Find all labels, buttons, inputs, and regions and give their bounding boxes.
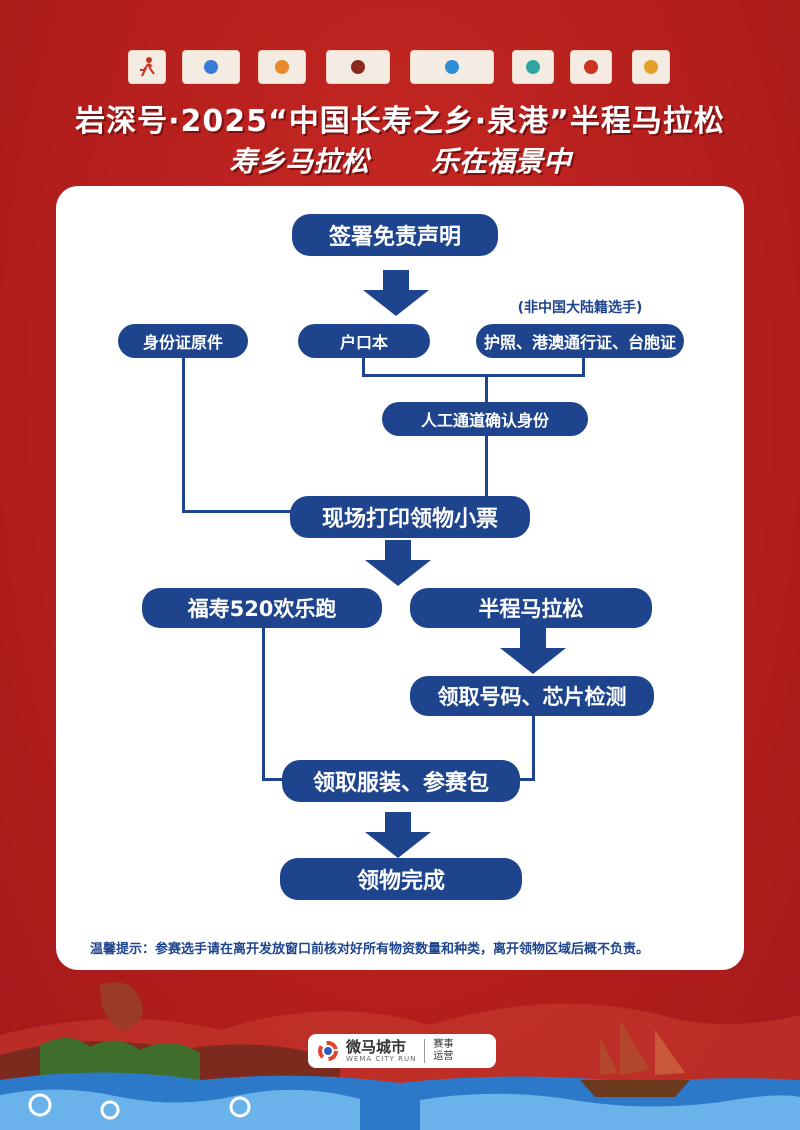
node-manual-check: 人工通道确认身份 — [382, 402, 588, 436]
slogan: 寿乡马拉松 乐在福景中 — [0, 140, 800, 180]
brand-name: 微马城市 — [346, 1037, 407, 1056]
node-household-register: 户口本 — [298, 324, 430, 358]
wema-logo-icon — [318, 1041, 338, 1061]
page-title: 岩深号·2025“中国长寿之乡·泉港”半程马拉松 — [75, 104, 725, 139]
slogan-left: 寿乡马拉松 — [229, 145, 370, 178]
scenery-illustration — [0, 982, 800, 1130]
brand-text: 微马城市 WEMA CITY RUN — [346, 1039, 416, 1064]
arrow-down-icon — [363, 270, 429, 316]
node-half-marathon: 半程马拉松 — [410, 588, 652, 628]
connector-chip-left — [514, 778, 535, 781]
connector-funrun-down — [262, 628, 265, 780]
sponsor-logo-fu — [326, 50, 390, 84]
slogan-right: 乐在福景中 — [430, 145, 571, 178]
brand-tag-line-1: 赛事 — [433, 1039, 454, 1050]
node-bib-chip: 领取号码、芯片检测 — [410, 676, 654, 716]
arrow-down-icon — [365, 540, 431, 586]
arrow-down-icon — [500, 628, 566, 674]
node-done: 领物完成 — [280, 858, 522, 900]
arrow-down-icon — [365, 812, 431, 858]
connector-merge-down — [485, 374, 488, 402]
connector-chip-down — [532, 716, 535, 780]
foreign-player-note: (非中国大陆籍选手) — [517, 300, 643, 316]
node-passport: 护照、港澳通行证、台胞证 — [476, 324, 684, 358]
connector-check-down — [485, 436, 488, 496]
connector-idcard-right — [182, 510, 294, 513]
connector-passport-down — [582, 358, 585, 376]
connector-idcard-down — [182, 358, 185, 512]
node-print-ticket: 现场打印领物小票 — [290, 496, 530, 538]
connector-funrun-right — [262, 778, 286, 781]
connector-merge-horizontal — [362, 374, 585, 377]
node-kit-pickup: 领取服装、参赛包 — [282, 760, 520, 802]
brand-tag-line-2: 运营 — [433, 1051, 454, 1062]
node-id-card: 身份证原件 — [118, 324, 248, 358]
node-fun-run: 福寿520欢乐跑 — [142, 588, 382, 628]
sponsor-logo-6 — [512, 50, 554, 84]
sponsor-logos — [0, 50, 800, 90]
connector-household-down — [362, 358, 365, 376]
organizer-brand: 微马城市 WEMA CITY RUN 赛事 运营 — [308, 1034, 496, 1068]
sponsor-logo-2 — [182, 50, 240, 84]
sponsor-logo-5 — [410, 50, 494, 84]
node-sign-disclaimer: 签署免责声明 — [292, 214, 498, 256]
brand-divider — [424, 1039, 426, 1063]
brand-english: WEMA CITY RUN — [346, 1054, 417, 1063]
sponsor-logo-7 — [570, 50, 612, 84]
runner-icon — [140, 57, 155, 77]
sponsor-logo-8 — [632, 50, 670, 84]
warm-tip: 温馨提示：参赛选手请在离开发放窗口前核对好所有物资数量和种类，离开领物区域后概不… — [90, 942, 650, 957]
sponsor-logo-3 — [258, 50, 306, 84]
brand-tagline: 赛事 运营 — [433, 1039, 453, 1063]
sponsor-logo-runner — [128, 50, 166, 84]
